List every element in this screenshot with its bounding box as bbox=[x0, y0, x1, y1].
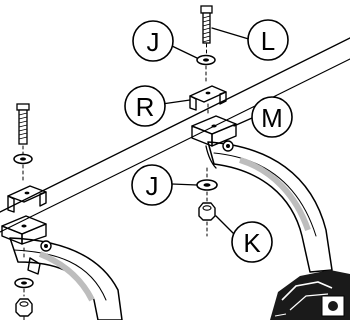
bracket-left bbox=[7, 185, 47, 213]
bolt-l bbox=[200, 5, 213, 55]
clamp-m bbox=[191, 115, 237, 169]
callout-j-bottom: J bbox=[131, 164, 173, 206]
bracket-r bbox=[189, 85, 227, 117]
callout-j-top-label: J bbox=[147, 27, 160, 57]
nut-k bbox=[198, 202, 216, 237]
callout-j-bottom-label: J bbox=[146, 171, 159, 201]
clamp-left bbox=[1, 215, 52, 261]
callout-j-top: J bbox=[132, 20, 174, 62]
bolt-left bbox=[16, 103, 30, 155]
leader-lines bbox=[161, 27, 253, 237]
lower-frame-tube bbox=[9, 237, 123, 320]
callout-l: L bbox=[247, 19, 289, 61]
callout-k: K bbox=[231, 221, 273, 263]
washer-left bbox=[13, 153, 33, 181]
nut-left bbox=[15, 298, 33, 320]
wheel-assembly bbox=[270, 270, 350, 320]
callout-l-label: L bbox=[261, 26, 275, 56]
callout-m: M bbox=[251, 96, 293, 138]
right-frame-tube bbox=[207, 141, 333, 273]
washer-left-bottom bbox=[14, 277, 34, 297]
callout-m-label: M bbox=[261, 103, 283, 133]
washer-j-bottom bbox=[196, 167, 218, 202]
frame-lines bbox=[0, 37, 350, 233]
washer-j-top bbox=[196, 54, 216, 85]
callout-k-label: K bbox=[243, 228, 261, 258]
callout-r: R bbox=[124, 85, 166, 127]
callout-r-label: R bbox=[136, 92, 155, 122]
